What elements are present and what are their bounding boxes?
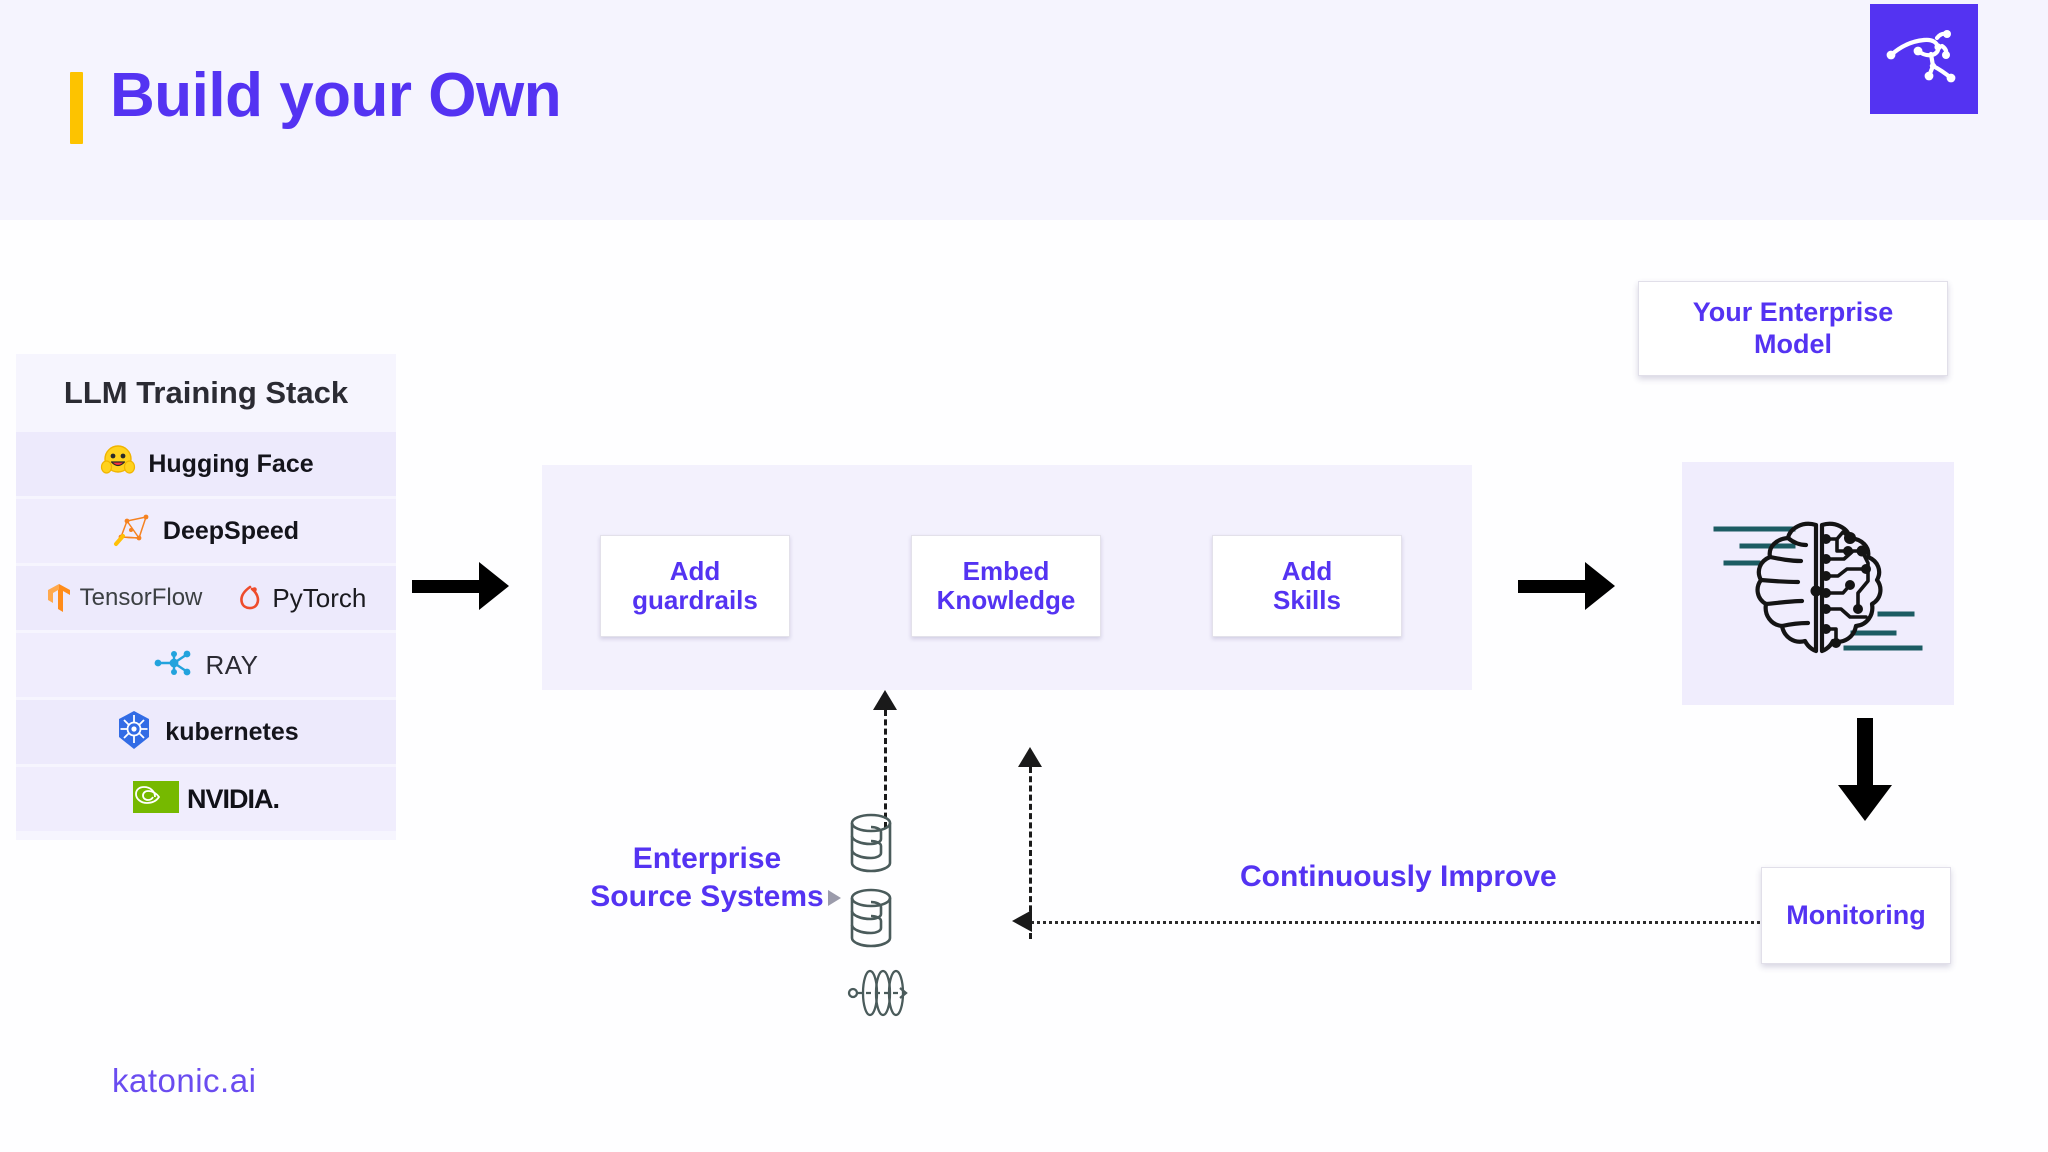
source-systems-icons: [845, 812, 911, 1029]
stack-panel-title: LLM Training Stack: [16, 354, 396, 432]
enterprise-model-callout[interactable]: Your Enterprise Model: [1638, 281, 1948, 376]
arrow-to-monitoring-icon: [1838, 718, 1892, 821]
source-systems-line-2: Source Systems: [590, 879, 824, 913]
stack-row-label: Hugging Face: [148, 449, 314, 478]
stack-row-tensorflow-pytorch[interactable]: TensorFlow PyTorch: [16, 566, 396, 630]
step-card-embed-knowledge[interactable]: Embed Knowledge: [911, 535, 1101, 637]
page-title: Build your Own: [110, 61, 562, 130]
monitoring-label: Monitoring: [1786, 899, 1926, 930]
feedback-arrowhead-icon: [1012, 910, 1032, 932]
kubernetes-icon: [113, 709, 155, 756]
stack-row-label: RAY: [205, 649, 259, 680]
stack-row-kubernetes[interactable]: kubernetes: [16, 700, 396, 764]
continuously-improve-label: Continuously Improve: [1240, 860, 1557, 893]
pytorch-logo: PyTorch: [236, 582, 366, 614]
step-line-1: Add: [1281, 555, 1333, 586]
hugging-face-icon: [98, 442, 138, 487]
ai-brain-panel: [1682, 462, 1954, 705]
ai-brain-circuit-icon: [1713, 521, 1923, 654]
stack-row-hugging-face[interactable]: Hugging Face: [16, 432, 396, 496]
step-line-1: Add: [669, 555, 721, 586]
footer-link-katonic[interactable]: katonic.ai: [112, 1062, 257, 1099]
arrow-to-model-icon: [1518, 562, 1615, 610]
source-caret-icon: [828, 890, 841, 906]
source-systems-label: Enterprise Source Systems: [572, 840, 842, 915]
source-to-process-arrow-icon: [873, 690, 897, 828]
data-stream-icon: [845, 962, 911, 1029]
enterprise-model-line-2: Model: [1754, 328, 1832, 359]
step-card-add-skills[interactable]: Add Skills: [1212, 535, 1402, 637]
arrow-into-process-icon: [412, 562, 509, 610]
step-card-add-guardrails[interactable]: Add guardrails: [600, 535, 790, 637]
step-line-2: guardrails: [632, 585, 758, 615]
step-line-2: Knowledge: [936, 585, 1076, 615]
stack-row-label: kubernetes: [165, 717, 299, 746]
header-band: [0, 0, 2048, 220]
nvidia-icon: [132, 780, 179, 818]
stack-row-ray[interactable]: RAY: [16, 633, 396, 697]
database-icon: [845, 887, 911, 954]
stack-row-label: NVIDIA.: [186, 783, 280, 814]
source-systems-line-1: Enterprise: [632, 842, 782, 875]
stack-row-nvidia[interactable]: NVIDIA.: [16, 767, 396, 831]
database-icon: [845, 812, 911, 879]
stack-row-label: DeepSpeed: [162, 516, 300, 545]
deepspeed-icon: [113, 511, 153, 552]
llm-training-stack-panel: LLM Training Stack Hugging Face: [16, 354, 396, 840]
katonic-kangaroo-logo: [1870, 4, 1978, 114]
ray-icon: [153, 648, 195, 683]
step-line-2: Skills: [1273, 585, 1341, 615]
monitoring-callout[interactable]: Monitoring: [1761, 867, 1951, 964]
stack-row-deepspeed[interactable]: DeepSpeed: [16, 499, 396, 563]
feedback-up-arrow-icon: [1018, 747, 1042, 939]
title-accent-bar: [70, 72, 83, 144]
pytorch-icon: [240, 585, 260, 610]
step-line-1: Embed: [962, 555, 1050, 586]
stack-row-label: TensorFlow: [79, 584, 203, 611]
enterprise-model-line-1: Your Enterprise: [1692, 297, 1894, 328]
stack-row-label-2: PyTorch: [272, 582, 367, 613]
tensorflow-logo: TensorFlow: [46, 582, 203, 614]
tensorflow-icon: [47, 584, 70, 612]
feedback-dotted-line: [1025, 921, 1760, 924]
